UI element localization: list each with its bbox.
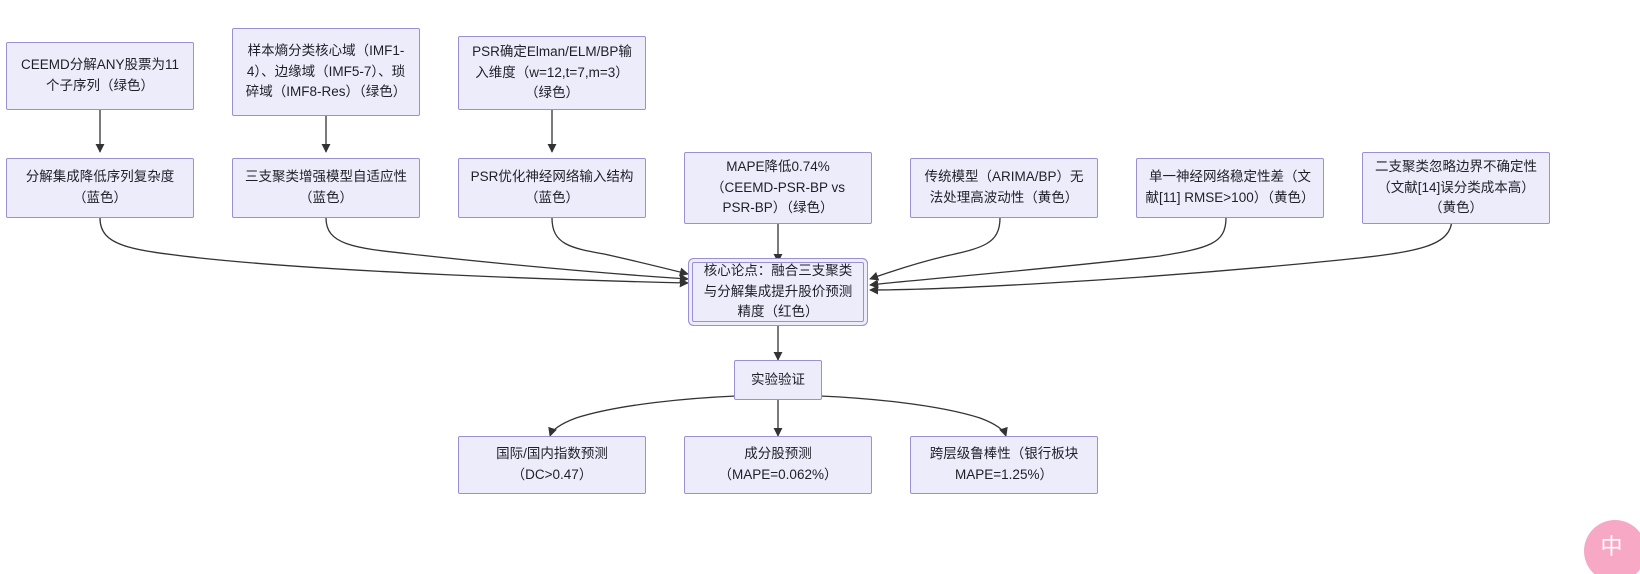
- edge-threeway-to-core: [325, 217, 689, 284]
- node-core-claim[interactable]: 核心论点：融合三支聚类与分解集成提升股价预测精度（红色）: [692, 262, 864, 322]
- edge-experiment-to-robust: [819, 395, 1008, 437]
- node-traditional-model[interactable]: 传统模型（ARIMA/BP）无法处理高波动性（黄色）: [910, 158, 1098, 218]
- node-label: 二支聚类忽略边界不确定性（文献[14]误分类成本高）（黄色）: [1375, 158, 1537, 216]
- node-ceemd-decompose[interactable]: CEEMD分解ANY股票为11个子序列（绿色）: [6, 42, 194, 110]
- node-label: 三支聚类增强模型自适应性（蓝色）: [245, 169, 407, 205]
- node-cross-level-robust[interactable]: 跨层级鲁棒性（银行板块MAPE=1.25%）: [910, 436, 1098, 494]
- node-label: CEEMD分解ANY股票为11个子序列（绿色）: [20, 57, 180, 93]
- edge-experiment-to-index: [548, 395, 737, 437]
- node-psr-optimize[interactable]: PSR优化神经网络输入结构（蓝色）: [458, 158, 646, 218]
- node-label: 核心论点：融合三支聚类与分解集成提升股价预测精度（红色）: [703, 262, 853, 320]
- node-label: 国际/国内指数预测（DC>0.47）: [496, 446, 608, 482]
- node-mape-drop[interactable]: MAPE降低0.74%（CEEMD-PSR-BP vs PSR-BP）（绿色）: [684, 152, 872, 224]
- node-label: 成分股预测（MAPE=0.062%）: [718, 446, 838, 482]
- node-index-forecast[interactable]: 国际/国内指数预测（DC>0.47）: [458, 436, 646, 494]
- watermark-glyph: 中: [1600, 534, 1622, 559]
- edge-singlenn-to-core: [869, 217, 1227, 289]
- node-label: 传统模型（ARIMA/BP）无法处理高波动性（黄色）: [924, 169, 1084, 205]
- node-single-nn-unstable[interactable]: 单一神经网络稳定性差（文献[11] RMSE>100）（黄色）: [1136, 158, 1324, 218]
- edge-twoway-to-core: [869, 217, 1453, 295]
- node-sample-entropy[interactable]: 样本熵分类核心域（IMF1-4）、边缘域（IMF5-7）、琐碎域（IMF8-Re…: [232, 28, 420, 116]
- edge-optimize-to-core: [551, 217, 689, 277]
- node-label: PSR优化神经网络输入结构（蓝色）: [470, 169, 634, 205]
- node-label: PSR确定Elman/ELM/BP输入维度（w=12,t=7,m=3）（绿色）: [472, 43, 632, 101]
- edge-traditional-to-core: [869, 217, 1001, 281]
- watermark-badge: 中: [1584, 520, 1640, 574]
- edge-complexity-to-core: [99, 217, 689, 288]
- node-label: 实验验证: [751, 371, 805, 387]
- node-reduce-complexity[interactable]: 分解集成降低序列复杂度（蓝色）: [6, 158, 194, 218]
- node-label: 单一神经网络稳定性差（文献[11] RMSE>100）（黄色）: [1145, 169, 1315, 205]
- node-label: 样本熵分类核心域（IMF1-4）、边缘域（IMF5-7）、琐碎域（IMF8-Re…: [245, 42, 407, 100]
- node-three-way-adaptive[interactable]: 三支聚类增强模型自适应性（蓝色）: [232, 158, 420, 218]
- node-experiment[interactable]: 实验验证: [734, 360, 822, 400]
- node-label: MAPE降低0.74%（CEEMD-PSR-BP vs PSR-BP）（绿色）: [710, 158, 846, 216]
- node-label: 分解集成降低序列复杂度（蓝色）: [25, 169, 175, 205]
- node-two-way-boundary[interactable]: 二支聚类忽略边界不确定性（文献[14]误分类成本高）（黄色）: [1362, 152, 1550, 224]
- node-psr-input-dim[interactable]: PSR确定Elman/ELM/BP输入维度（w=12,t=7,m=3）（绿色）: [458, 36, 646, 110]
- node-label: 跨层级鲁棒性（银行板块MAPE=1.25%）: [929, 446, 1079, 482]
- node-constituent-forecast[interactable]: 成分股预测（MAPE=0.062%）: [684, 436, 872, 494]
